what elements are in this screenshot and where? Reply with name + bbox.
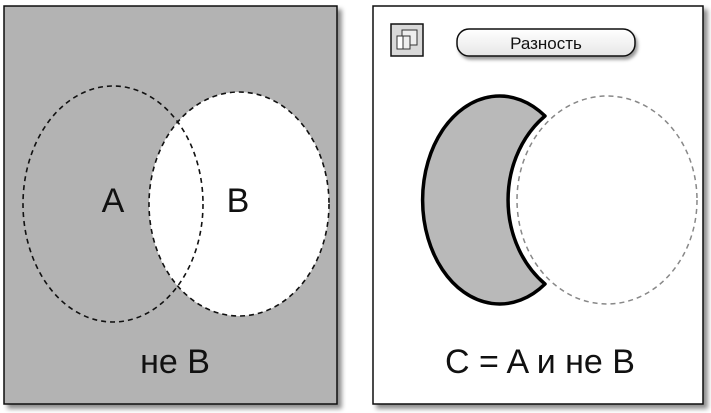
result-set-c-region (420, 94, 547, 306)
right-panel-caption: C = A и не B (445, 343, 635, 381)
set-a-label: A (102, 182, 125, 220)
set-b-outline (148, 91, 330, 317)
set-b-removed-outline (516, 95, 698, 305)
difference-button-label: Разность (510, 34, 582, 53)
subtract-shapes-button[interactable] (390, 23, 424, 57)
subtract-shapes-icon (396, 29, 418, 50)
set-b-label: B (227, 182, 250, 220)
left-panel-caption: не B (140, 343, 210, 381)
difference-button[interactable]: Разность (456, 28, 636, 57)
right-panel: Разность C = A и не B (372, 5, 704, 405)
toolbar: Разность (390, 23, 636, 57)
left-panel: A B не B (3, 5, 338, 405)
set-a-outline (22, 85, 204, 323)
set-b-region (149, 92, 329, 316)
